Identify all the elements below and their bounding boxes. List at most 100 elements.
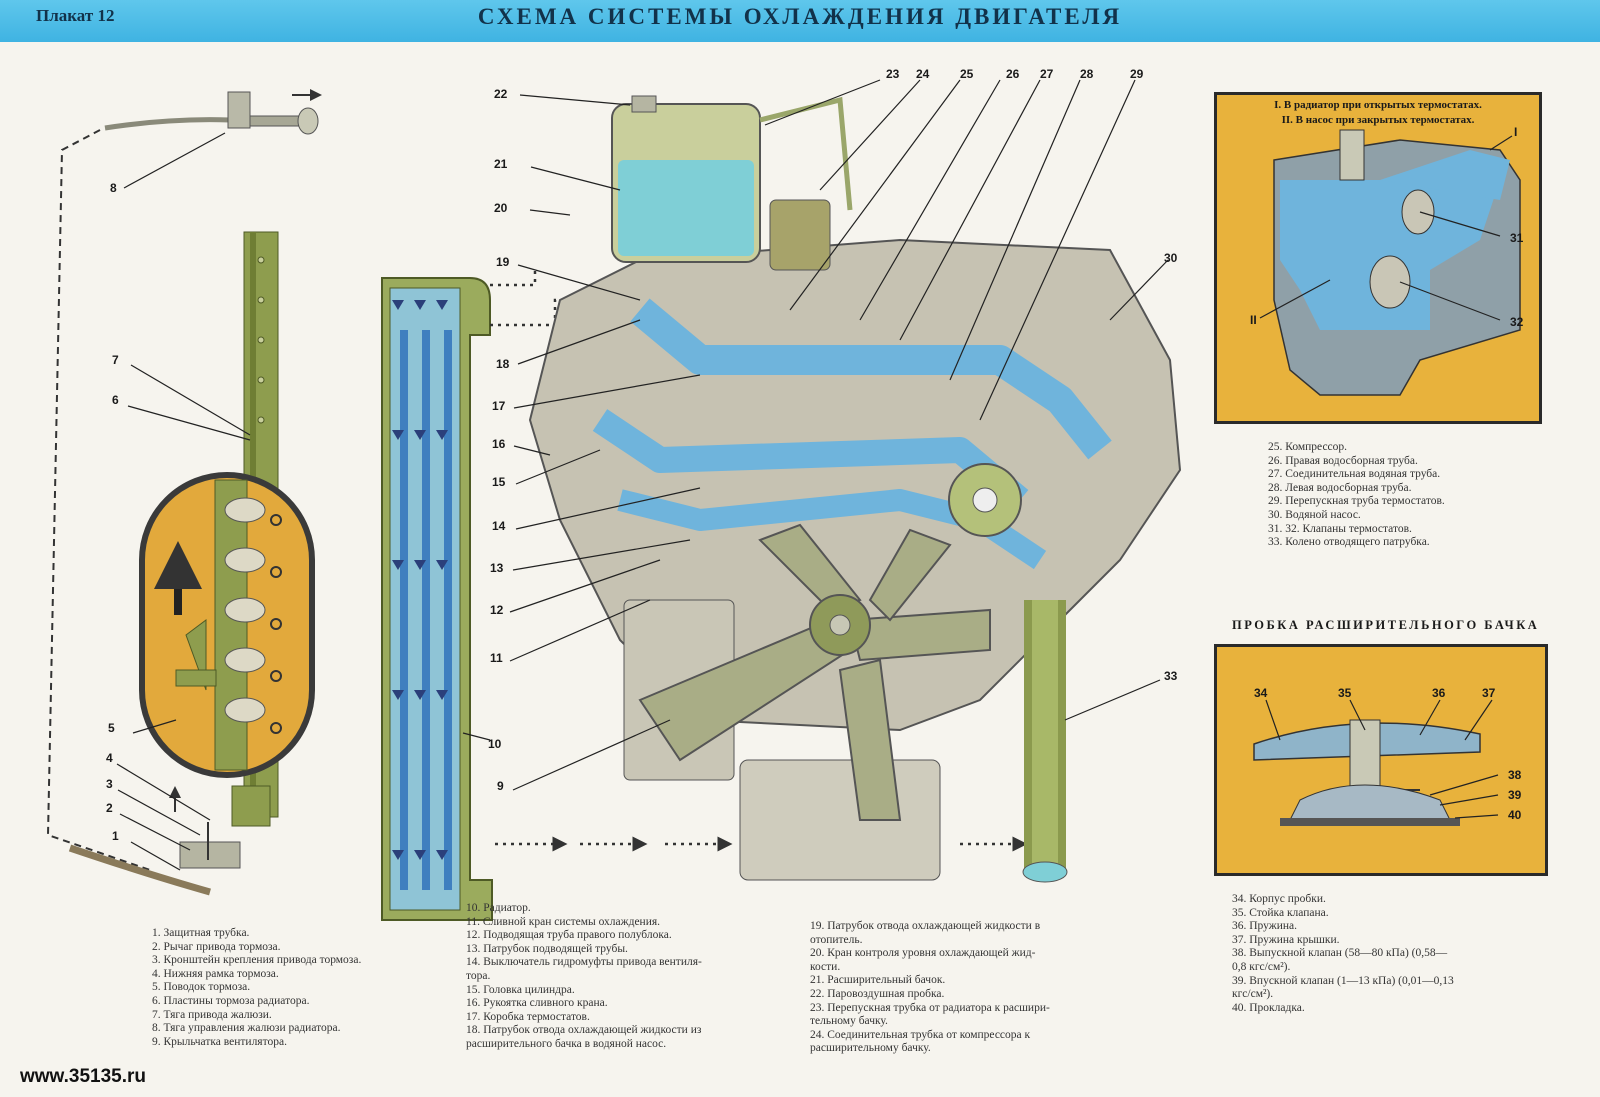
callout-33: 33 [1164,669,1178,683]
callout-30: 30 [1164,251,1178,265]
legend-item: 26. Правая водосборная труба. [1268,454,1418,467]
legend-parts-1-9: 1. Защитная трубка. 2. Рычаг привода тор… [152,927,361,1049]
callout-8: 8 [110,181,117,195]
callouts [116,79,1513,871]
legend-item: 4. Нижняя рамка тормоза. [152,967,279,980]
callout-13: 13 [490,561,504,575]
legend-item: 11. Сливной кран системы охлаждения. [466,915,661,928]
legend-item: расширительному бачку. [810,1042,931,1055]
callout-6: 6 [112,393,119,407]
callout-40: 40 [1508,808,1522,822]
legend-item: 19. Патрубок отвода охлаждающей жидкости… [810,920,1041,932]
watermark-url: www.35135.ru [20,1066,147,1087]
thermostat-inset-line-1: I. В радиатор при открытых термостатах. [1274,99,1482,111]
legend-item: 12. Подводящая труба правого полублока. [466,929,672,942]
callout-21: 21 [494,157,508,171]
legend-item: 16. Рукоятка сливного крана. [466,997,608,1010]
legend-item: расширительного бачка в водяной насос. [466,1037,667,1050]
legend-item: 34. Корпус пробки. [1232,893,1326,905]
callout-4: 4 [106,751,113,765]
cooling-system-diagram: 1 2 3 4 5 6 7 8 9 10 11 12 13 14 15 16 1… [46,67,1524,921]
legend-parts-34-40: 34. Корпус пробки. 35. Стойка клапана. 3… [1232,893,1454,1015]
legend-item: 8. Тяга управления жалюзи радиатора. [152,1022,341,1035]
callout-28: 28 [1080,67,1094,81]
legend-item: 0,8 кгс/см²). [1232,960,1291,973]
legend-item: 7. Тяга привода жалюзи. [152,1008,272,1021]
legend-item: 35. Стойка клапана. [1232,906,1329,919]
callout-I: I [1514,125,1517,139]
callout-22: 22 [494,87,508,101]
callout-36: 36 [1432,686,1446,700]
callout-27: 27 [1040,67,1054,81]
callout-10: 10 [488,737,502,751]
callout-17: 17 [492,399,506,413]
header-bar: Плакат 12 СХЕМА СИСТЕМЫ ОХЛАЖДЕНИЯ ДВИГА… [0,0,1600,42]
legend-item: 27. Соединительная водяная труба. [1268,468,1441,481]
callout-18: 18 [496,357,510,371]
callout-23: 23 [886,67,900,81]
callout-39: 39 [1508,788,1522,802]
callout-11: 11 [490,651,503,665]
legend-item: 33. Колено отводящего патрубка. [1268,536,1430,549]
legend-item: 37. Пружина крышки. [1232,933,1340,946]
legend-item: 22. Паровоздушная пробка. [810,987,945,1000]
callout-9: 9 [497,779,504,793]
legend-item: 15. Головка цилиндра. [466,983,575,996]
legend-item: 9. Крыльчатка вентилятора. [152,1035,287,1048]
legend-item: 31. 32. Клапаны термостатов. [1268,522,1412,535]
callout-29: 29 [1130,67,1144,81]
callout-32: 32 [1510,315,1524,329]
callout-24: 24 [916,67,930,81]
callout-II: II [1250,313,1257,327]
callout-1: 1 [112,829,119,843]
legend-item: кости. [810,960,841,973]
legend-item: 14. Выключатель гидромуфты привода венти… [466,956,702,969]
engine-block [528,95,1182,883]
callout-16: 16 [492,437,506,451]
callout-25: 25 [960,67,974,81]
legend-parts-10-18: 10. Радиатор. 11. Сливной кран системы о… [466,902,702,1052]
callout-3: 3 [106,777,113,791]
legend-item: 20. Кран контроля уровня охлаждающей жид… [810,947,1036,960]
cap-inset-title: ПРОБКА РАСШИРИТЕЛЬНОГО БАЧКА [1232,618,1540,632]
legend-parts-25-33: 25. Компрессор. 26. Правая водосборная т… [1268,441,1445,550]
page-title: СХЕМА СИСТЕМЫ ОХЛАЖДЕНИЯ ДВИГАТЕЛЯ [477,4,1123,29]
legend-parts-19-24: 19. Патрубок отвода охлаждающей жидкости… [810,920,1050,1056]
legend-item: 21. Расширительный бачок. [810,974,946,987]
radiator [381,277,493,921]
legend-item: 17. Коробка термостатов. [466,1010,590,1023]
legend-item: 30. Водяной насос. [1268,508,1361,521]
callout-38: 38 [1508,768,1522,782]
callout-31: 31 [1510,231,1524,245]
callout-26: 26 [1006,67,1020,81]
legend-item: тора. [466,969,491,982]
callout-12: 12 [490,603,504,617]
legend-item: 3. Кронштейн крепления привода тормоза. [152,954,362,967]
legend-item: 10. Радиатор. [466,902,531,914]
callout-numbers: 1 2 3 4 5 6 7 8 9 10 11 12 13 14 15 16 1… [106,67,1524,843]
callout-35: 35 [1338,686,1352,700]
legend-item: 36. Пружина. [1232,920,1297,933]
legend-item: кгс/см²). [1232,988,1274,1001]
callout-15: 15 [492,475,506,489]
callout-34: 34 [1254,686,1268,700]
legend-item: 25. Компрессор. [1268,441,1348,453]
legend-item: 23. Перепускная трубка от радиатора к ра… [810,1001,1050,1014]
legend-item: 28. Левая водосборная труба. [1268,481,1412,494]
legend-item: 29. Перепускная труба термостатов. [1268,495,1445,508]
legend-item: отопитель. [810,933,863,946]
callout-7: 7 [112,353,119,367]
thermostat-inset-drawing [1273,129,1521,396]
shutter-mechanism [46,89,322,896]
legend-item: 6. Пластины тормоза радиатора. [152,994,310,1007]
callout-2: 2 [106,801,113,815]
callout-14: 14 [492,519,506,533]
callout-19: 19 [496,255,510,269]
fan [638,523,991,821]
thermostat-inset-line-2: II. В насос при закрытых термостатах. [1281,114,1475,126]
callout-37: 37 [1482,686,1496,700]
legend-item: 40. Прокладка. [1232,1001,1305,1014]
poster-number: Плакат 12 [36,6,115,25]
flow-lines [490,270,1028,852]
legend-item: 38. Выпускной клапан (58—80 кПа) (0,58— [1232,947,1448,960]
